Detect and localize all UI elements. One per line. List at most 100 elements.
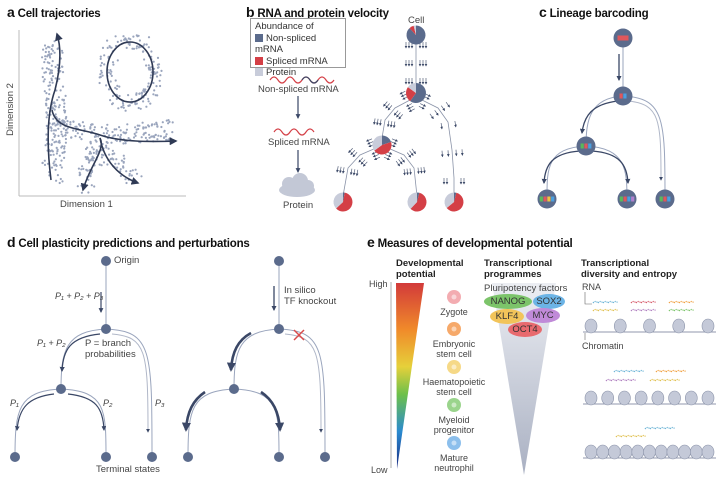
factor-klf4: KLF4 <box>490 309 524 324</box>
nucleosome <box>672 318 686 334</box>
nucleosome <box>584 318 598 334</box>
cell-dot <box>63 145 66 148</box>
rna-strand <box>615 434 647 438</box>
velocity-arrow <box>418 105 425 110</box>
cell-dot <box>122 106 125 109</box>
intron-segment <box>301 76 319 84</box>
cell-dot <box>117 107 120 110</box>
cell-dot <box>43 61 46 64</box>
cell-dot <box>113 134 117 137</box>
cell-dot <box>63 102 66 105</box>
velocity-arrow <box>352 152 358 158</box>
cell-dot <box>109 99 112 102</box>
cell-dot <box>137 34 140 37</box>
velocity-arrow <box>398 114 403 120</box>
cell-dot <box>55 179 58 182</box>
cell-dot <box>147 64 150 67</box>
barcode-segment <box>617 35 629 41</box>
cell-dot <box>132 136 136 139</box>
velocity-arrow <box>348 147 353 154</box>
tp-heading: Transcriptional programmes <box>484 258 553 280</box>
nucleosome <box>613 318 627 334</box>
cell-dot <box>167 122 170 125</box>
cell-dot <box>163 130 166 133</box>
cell-dot <box>52 162 55 165</box>
cell-dot <box>158 79 161 82</box>
lineage-node-mid <box>576 136 596 156</box>
legend-item-protein: Protein <box>255 67 345 79</box>
cell-dot <box>106 39 109 42</box>
cell-dot <box>171 121 174 124</box>
cell-dot <box>69 121 72 124</box>
cell-dot <box>121 102 125 105</box>
nucleosome <box>618 390 631 406</box>
rna-strand <box>630 308 657 312</box>
nucleosome <box>601 390 615 406</box>
cell-dot <box>74 129 78 132</box>
cell-dot <box>51 60 54 63</box>
cell-dot <box>44 55 47 58</box>
cell-dot <box>105 127 108 130</box>
cell-dot <box>100 69 103 72</box>
cell-dot <box>168 120 171 123</box>
p1-label: P₁ <box>10 398 19 408</box>
cell-dot <box>52 153 55 156</box>
velocity-arrow <box>454 120 457 128</box>
cell-dot <box>63 147 66 150</box>
cell-dot <box>50 52 53 56</box>
cell-dot <box>152 81 155 85</box>
p3-label: P₃ <box>155 398 165 408</box>
cell-dot <box>82 167 85 170</box>
cell-dot <box>92 156 95 160</box>
cell-dot <box>69 123 72 126</box>
cell-dot <box>61 85 65 88</box>
cell-dot <box>58 139 61 142</box>
cell-dot <box>147 46 150 49</box>
legend-item-spliced: Spliced mRNA <box>255 56 345 68</box>
cell-dot <box>47 68 50 71</box>
lineage-node-root <box>613 28 633 48</box>
cell-dot <box>159 74 162 77</box>
cell-dot <box>58 141 61 144</box>
cell-dot <box>48 81 51 84</box>
swatch-spliced <box>255 56 263 65</box>
cell-dot <box>41 161 44 164</box>
cell-dot <box>152 93 155 96</box>
pie-slice <box>446 192 464 212</box>
cell-dot <box>122 104 125 107</box>
cell-dot <box>122 166 125 169</box>
developmental-gradient <box>396 283 424 469</box>
cell-dot <box>128 172 131 176</box>
cell-dot <box>55 146 58 149</box>
cell-dot <box>136 124 139 127</box>
pie-slice <box>409 25 416 35</box>
barcode-segment <box>547 196 551 202</box>
cell-dot <box>55 152 59 155</box>
cell-dot <box>157 134 160 137</box>
spliced-mrna-icon <box>273 128 315 136</box>
high-label: High <box>369 279 388 289</box>
cell-dot <box>98 163 101 166</box>
cell-dot <box>106 123 109 126</box>
cell-dot <box>124 142 127 145</box>
cell-dot <box>84 147 88 151</box>
cell-dot <box>62 99 65 102</box>
cell-dot <box>105 144 108 147</box>
cell-dot <box>155 75 159 78</box>
rna-label: RNA <box>582 282 602 292</box>
cell-dot <box>120 106 123 109</box>
cell-dot <box>125 46 128 50</box>
cell-dot <box>48 53 51 56</box>
velocity-arrow <box>440 122 443 130</box>
cell-dot <box>64 109 67 112</box>
cell-dot <box>140 91 143 94</box>
velocity-arrow <box>358 157 364 163</box>
cell-dot <box>138 39 141 42</box>
cell-dot <box>55 89 58 92</box>
cell-dot <box>52 117 55 120</box>
nucleosome <box>701 444 715 460</box>
cell-dot <box>149 74 153 77</box>
lineage-arrow-right <box>627 100 663 181</box>
velocity-arrow <box>420 103 427 107</box>
